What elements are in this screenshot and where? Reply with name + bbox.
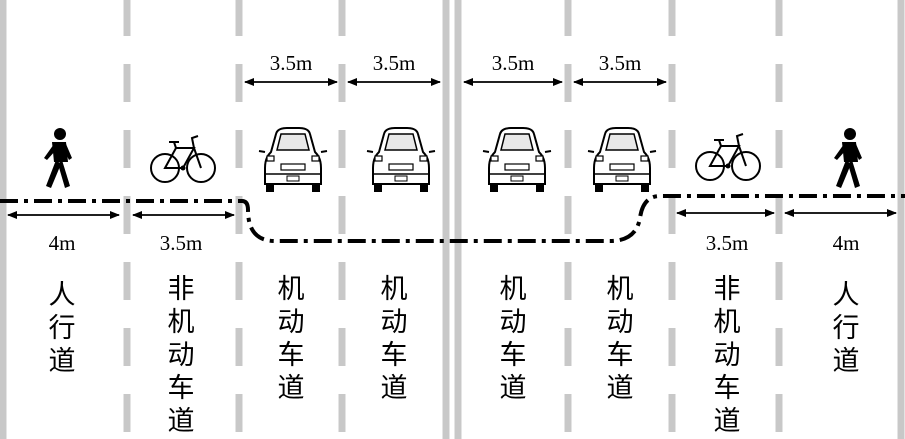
dim-label-top-3: 3.5m xyxy=(492,51,535,75)
dim-label-top-4: 3.5m xyxy=(599,51,642,75)
lane-label: 非机动车道 xyxy=(168,274,195,436)
lane-label: 机动车道 xyxy=(381,274,408,403)
lane-labels: 人行道 非机动车道 机动车道 机动车道 机动车道 机动车道 非机动车道 人行道 xyxy=(49,274,860,436)
car-icon xyxy=(366,127,436,193)
lane-label: 机动车道 xyxy=(278,274,305,403)
car-icon xyxy=(482,127,552,193)
dim-label-bottom-1: 4m xyxy=(49,231,76,255)
lane-label: 机动车道 xyxy=(500,274,527,403)
lane-label: 人行道 xyxy=(833,280,860,376)
lane-label: 机动车道 xyxy=(607,274,634,403)
bicycle-icon xyxy=(150,135,216,183)
dim-label-bottom-3: 3.5m xyxy=(706,231,749,255)
pedestrian-icon xyxy=(44,128,72,188)
lane-label: 非机动车道 xyxy=(714,274,741,436)
car-icon xyxy=(587,127,657,193)
car-icon xyxy=(258,127,328,193)
dim-label-bottom-4: 4m xyxy=(833,231,860,255)
bottom-dimensions xyxy=(7,209,897,219)
dim-label-bottom-2: 3.5m xyxy=(160,231,203,255)
pedestrian-icon xyxy=(834,128,862,188)
bicycle-icon xyxy=(695,133,761,181)
lane-label: 人行道 xyxy=(49,280,76,376)
road-profile-line xyxy=(0,194,905,243)
dim-label-top-1: 3.5m xyxy=(270,51,313,75)
dim-label-top-2: 3.5m xyxy=(373,51,416,75)
